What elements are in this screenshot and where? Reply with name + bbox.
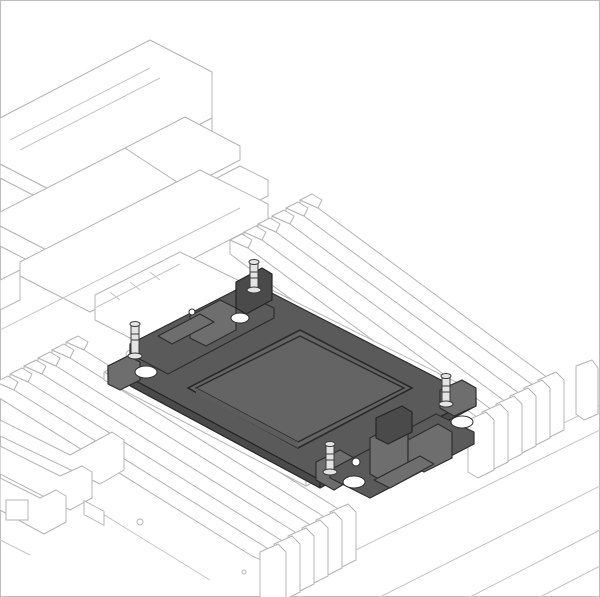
mount-ring bbox=[230, 312, 250, 324]
standoff bbox=[351, 457, 361, 467]
standoff bbox=[188, 308, 196, 316]
dimm-latch bbox=[575, 359, 599, 421]
mount-ring bbox=[342, 475, 366, 489]
retention-clip-lower bbox=[329, 405, 475, 499]
connector-port bbox=[83, 500, 105, 526]
captive-screw bbox=[438, 373, 454, 408]
edge-connectors bbox=[0, 419, 125, 556]
cpu-processor-lid bbox=[186, 329, 414, 449]
captive-screw bbox=[322, 441, 338, 476]
dimm-slot bbox=[0, 375, 287, 597]
mount-ring bbox=[134, 365, 158, 379]
drive-bay-assembly bbox=[0, 39, 269, 357]
dimm-slots-left bbox=[0, 335, 357, 597]
captive-screw bbox=[246, 259, 262, 294]
captive-screw bbox=[127, 321, 143, 360]
mount-ring bbox=[450, 415, 474, 429]
connector-port bbox=[5, 499, 29, 521]
